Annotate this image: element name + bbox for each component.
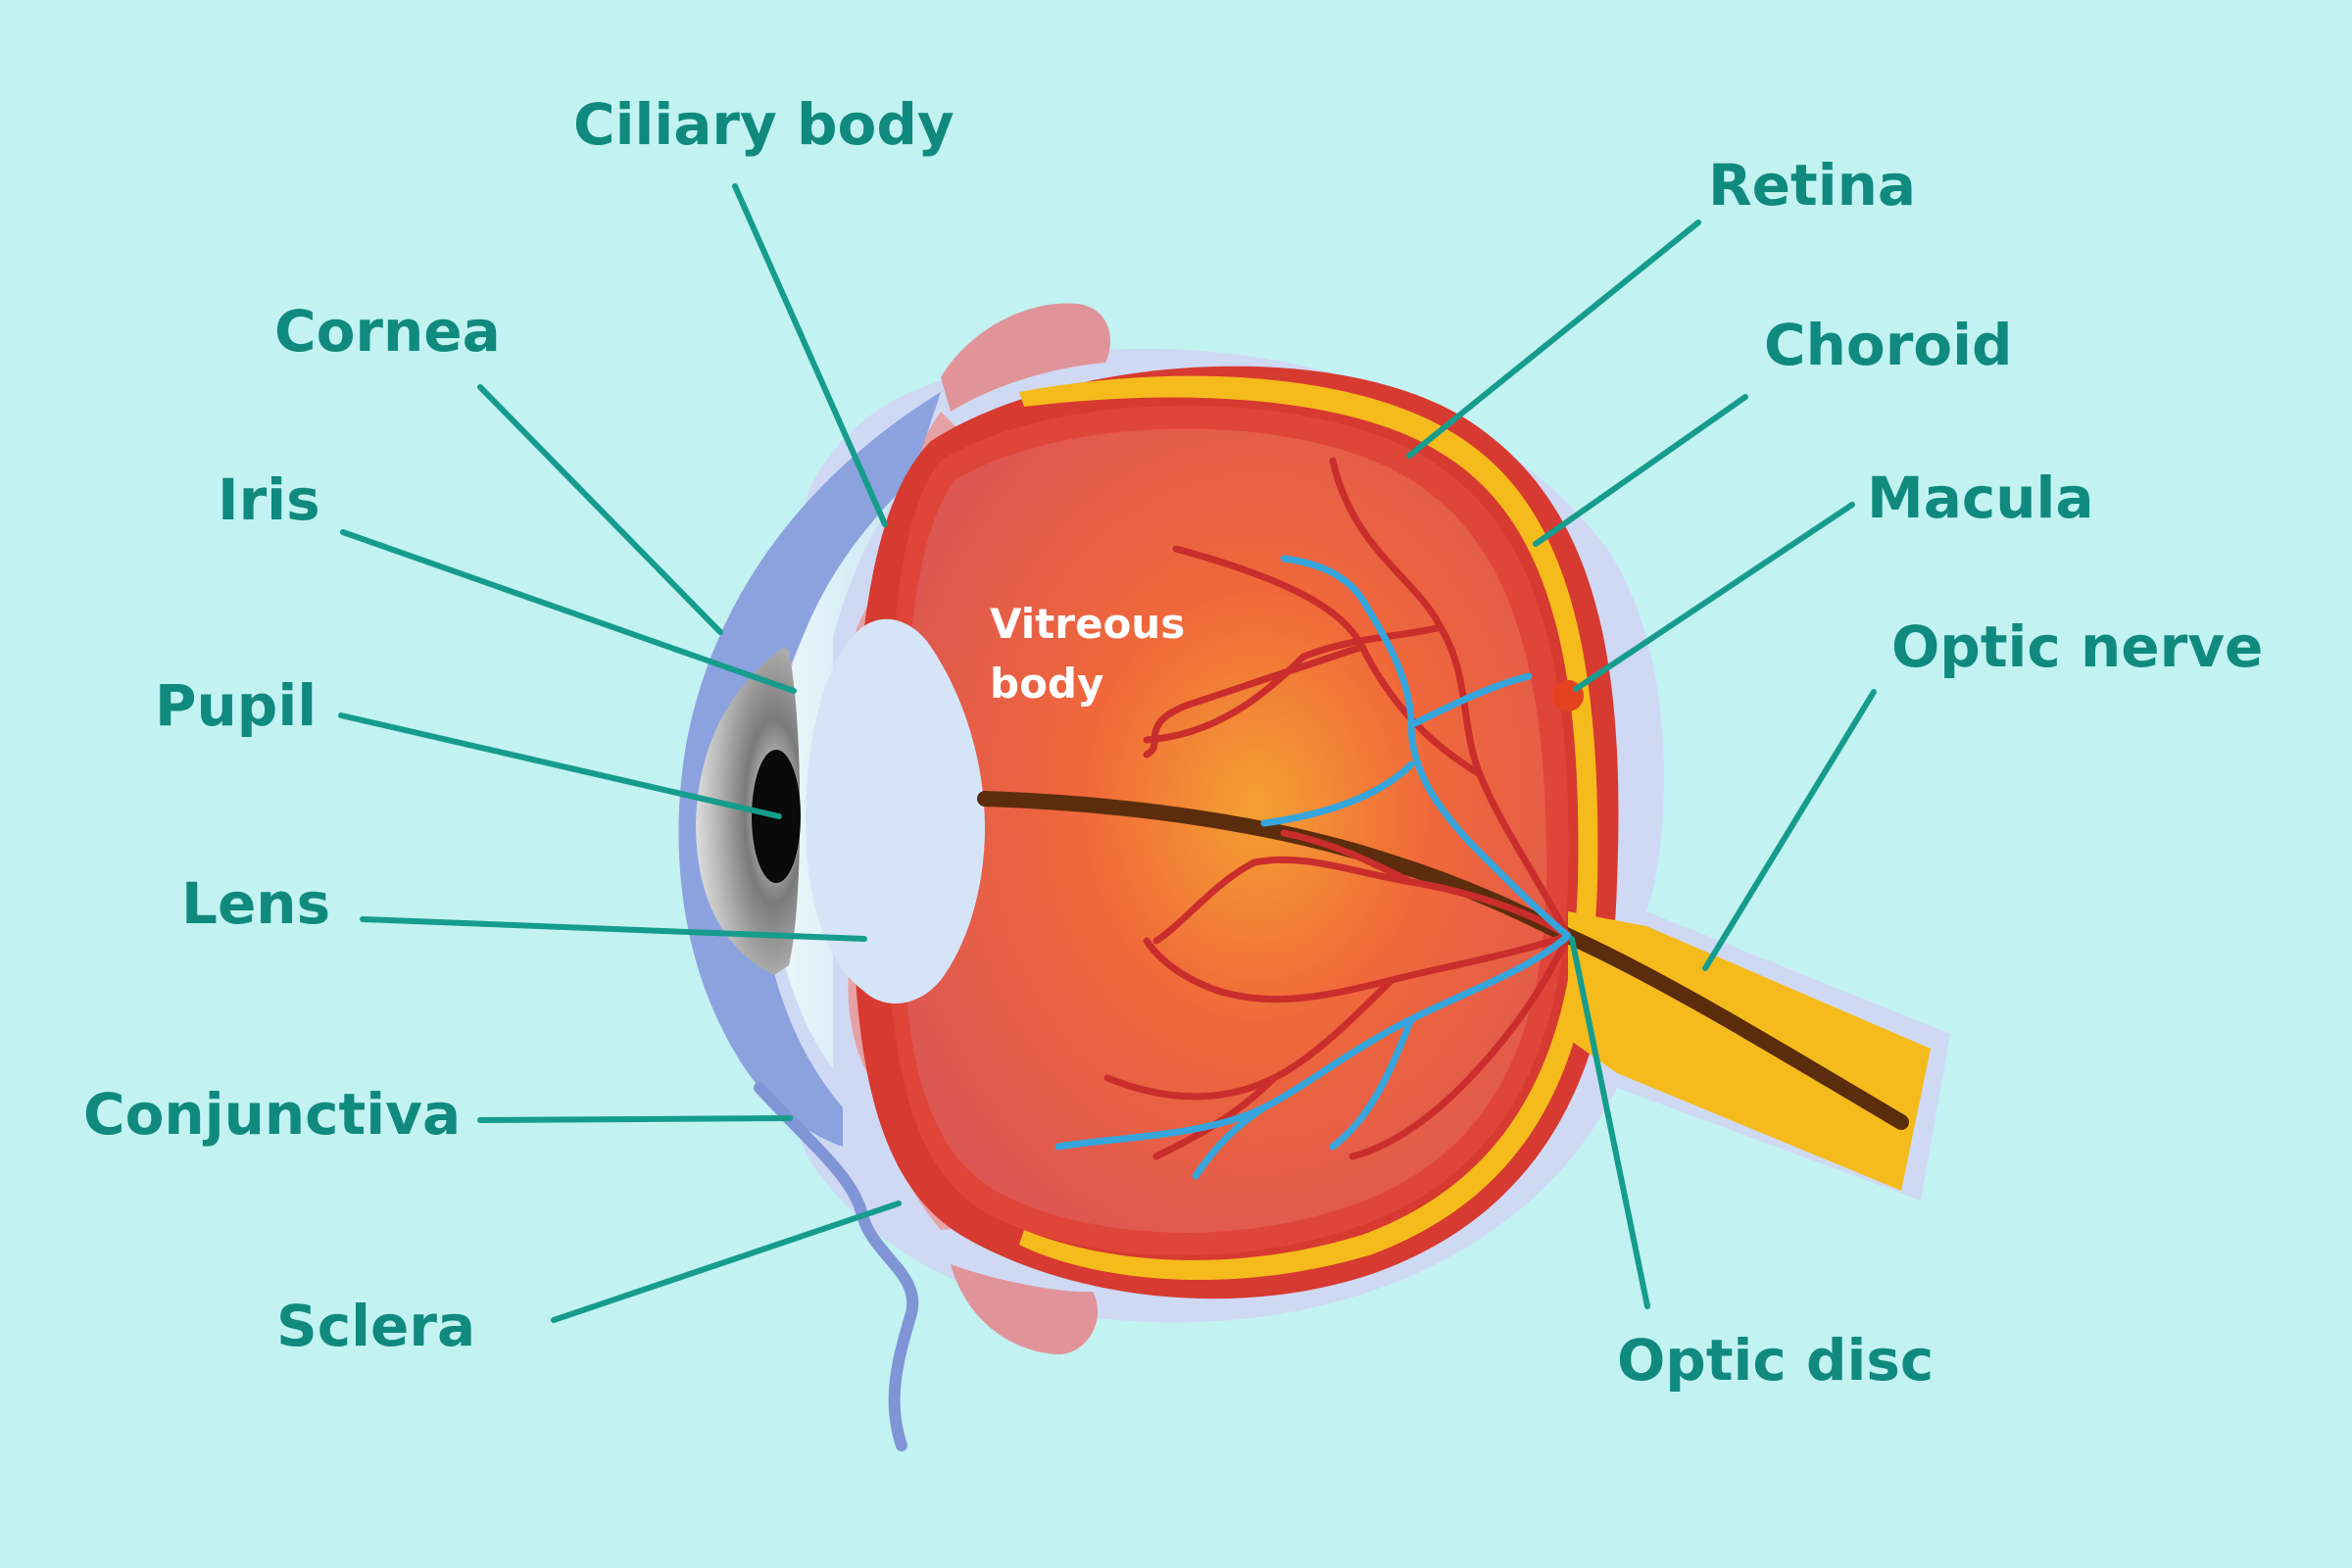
conjunctiva-shape <box>754 1082 919 1451</box>
anterior-chamber <box>768 490 902 1068</box>
cornea-shape <box>678 392 941 1147</box>
leader-ciliary-body <box>732 183 888 527</box>
lower-muscle <box>951 1264 1099 1354</box>
leader-macula <box>1573 502 1855 692</box>
upper-muscle <box>941 303 1110 412</box>
leader-optic-disc <box>1569 936 1650 1309</box>
label-lens: Lens <box>181 870 330 937</box>
label-ciliary-body: Ciliary body <box>573 91 955 158</box>
leader-pupil <box>338 712 782 819</box>
lens-shape <box>806 618 985 1004</box>
label-vitreous-line1: Vitreous <box>990 600 1185 648</box>
label-vitreous-line2: body <box>990 660 1103 708</box>
leader-conjunctiva <box>477 1115 793 1123</box>
leader-sclera <box>551 1200 902 1323</box>
vitreous-body-shape <box>902 428 1547 1233</box>
red-blood-vessels <box>1103 457 1572 1160</box>
label-sclera: Sclera <box>276 1293 475 1359</box>
leader-lens <box>360 916 867 942</box>
label-pupil: Pupil <box>155 672 317 739</box>
label-iris: Iris <box>218 466 320 533</box>
label-cornea: Cornea <box>274 298 501 365</box>
leader-optic-nerve <box>1702 689 1877 971</box>
label-macula: Macula <box>1867 465 2094 531</box>
leader-iris <box>340 529 797 694</box>
label-optic-disc: Optic disc <box>1617 1327 1934 1394</box>
label-optic-nerve: Optic nerve <box>1891 613 2263 680</box>
leader-choroid <box>1533 394 1748 547</box>
blue-blood-vessels <box>1054 555 1572 1180</box>
leader-lines <box>338 183 1877 1323</box>
label-retina: Retina <box>1708 152 1916 219</box>
label-choroid: Choroid <box>1764 312 2013 378</box>
label-conjunctiva: Conjunctiva <box>83 1081 461 1148</box>
leader-retina <box>1406 220 1701 459</box>
leader-cornea <box>477 384 723 635</box>
